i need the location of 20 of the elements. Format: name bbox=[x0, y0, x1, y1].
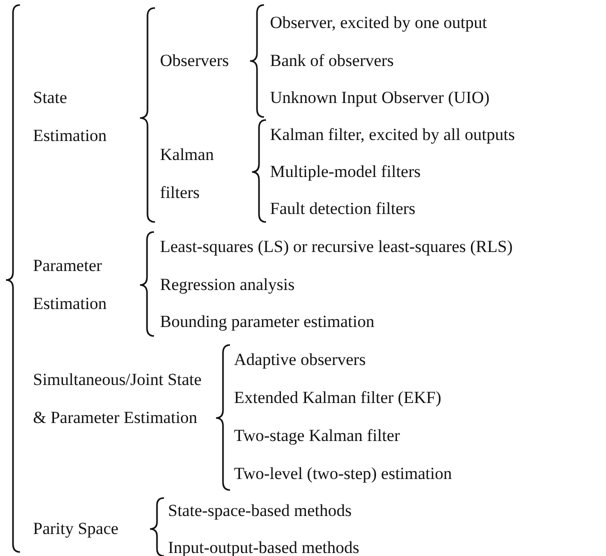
category-label: Adaptive observers bbox=[234, 349, 366, 371]
category-label: Kalman filters bbox=[160, 144, 215, 204]
category-label: Bank of observers bbox=[270, 50, 394, 72]
category-label: Simultaneous/Joint State & Parameter Estimation bbox=[33, 369, 203, 429]
category-label: Fault detection filters bbox=[270, 198, 416, 220]
category-label: Unknown Input Observer (UIO) bbox=[270, 87, 490, 109]
category-label: Extended Kalman filter (EKF) bbox=[234, 387, 442, 409]
category-label: State-space-based methods bbox=[168, 500, 352, 522]
category-label: Least-squares (LS) or recursive least-squares (RLS) bbox=[160, 236, 513, 258]
category-label: Multiple-model filters bbox=[270, 161, 421, 183]
category-label: Kalman filter, excited by all outputs bbox=[270, 124, 515, 146]
category-label: Bounding parameter estimation bbox=[160, 311, 374, 333]
category-label: Two-level (two-step) estimation bbox=[234, 463, 452, 485]
category-label: Observer, excited by one output bbox=[270, 12, 487, 34]
category-label: Parameter Estimation bbox=[33, 255, 108, 315]
category-label: Regression analysis bbox=[160, 274, 295, 296]
category-label: Observers bbox=[160, 50, 229, 72]
category-label: Two-stage Kalman filter bbox=[234, 425, 400, 447]
category-label: Parity Space bbox=[33, 518, 118, 540]
category-label: State Estimation bbox=[33, 87, 108, 147]
